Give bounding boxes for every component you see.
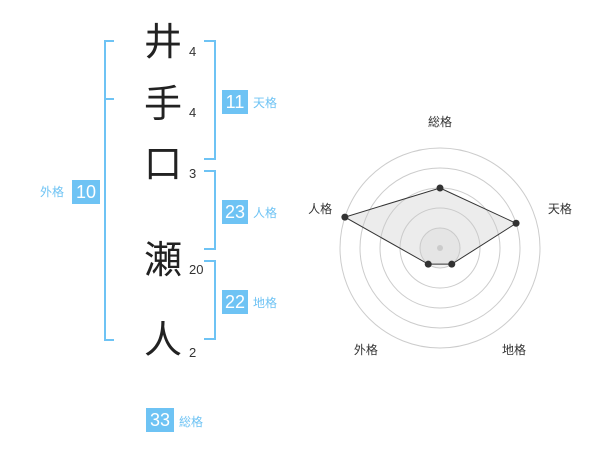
radar-axis-label: 総格 <box>428 114 452 129</box>
stroke-count-4: 20 <box>189 262 204 277</box>
radar-data-point <box>341 213 349 221</box>
radar-axis-label: 地格 <box>502 342 526 357</box>
name-char-5: 人 <box>143 318 182 362</box>
chikaku-value: 22 <box>222 290 248 314</box>
radar-data-point <box>424 260 432 268</box>
tenkaku-bracket <box>204 40 216 160</box>
soukaku-value: 33 <box>146 408 174 432</box>
soukaku-label: 総格 <box>179 415 204 429</box>
gaikaku-label: 外格 <box>40 185 65 199</box>
chikaku-bracket <box>204 260 216 340</box>
radar-axis-label: 天格 <box>548 201 572 216</box>
gaikaku-bracket-divider <box>104 98 114 100</box>
radar-axis-label: 外格 <box>354 342 378 357</box>
stroke-count-2: 4 <box>189 105 197 120</box>
jinkaku-bracket <box>204 170 216 250</box>
radar-axis-label: 人格 <box>308 201 332 216</box>
tenkaku-value: 11 <box>222 90 248 114</box>
stroke-count-3: 3 <box>189 166 197 181</box>
gaikaku-value: 10 <box>72 180 100 204</box>
radar-center-dot <box>437 245 443 251</box>
jinkaku-value: 23 <box>222 200 248 224</box>
stroke-count-1: 4 <box>189 44 197 59</box>
name-char-4: 瀬 <box>143 238 182 282</box>
name-char-3: 口 <box>143 142 182 186</box>
jinkaku-label: 人格 <box>253 206 278 220</box>
gaikaku-bracket <box>104 40 114 341</box>
radar-data-point <box>512 219 520 227</box>
radar-data-polygon <box>343 187 518 265</box>
tenkaku-label: 天格 <box>253 96 278 110</box>
radar-data-point <box>448 260 456 268</box>
name-char-1: 井 <box>143 20 182 64</box>
radar-data-point <box>436 184 444 192</box>
chikaku-label: 地格 <box>253 296 278 310</box>
stroke-count-5: 2 <box>189 345 197 360</box>
name-char-2: 手 <box>143 82 182 126</box>
